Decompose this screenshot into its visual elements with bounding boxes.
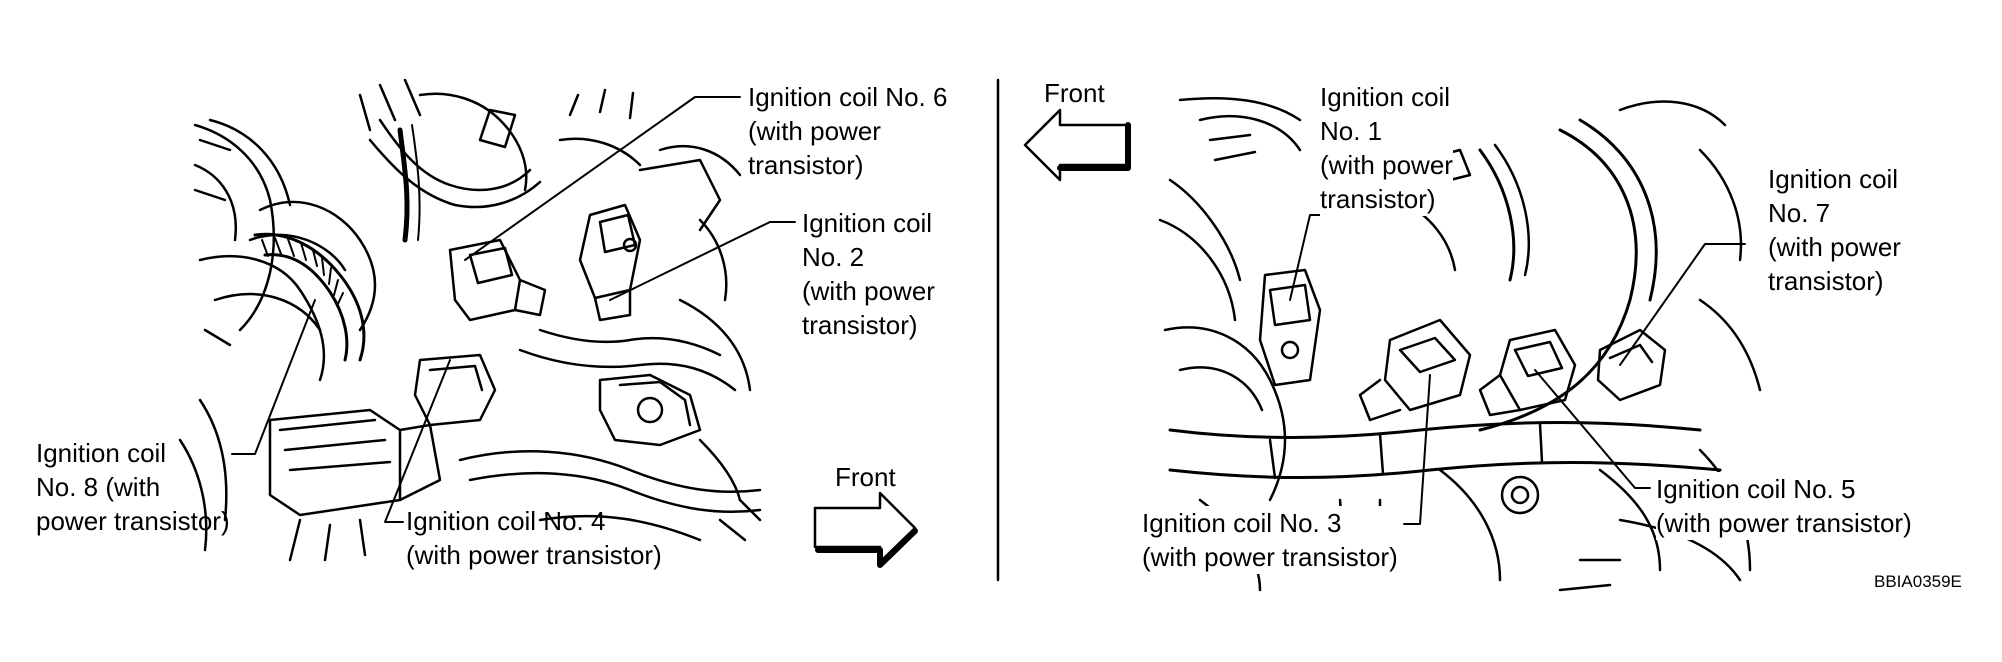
label-coil6-line2: (with power bbox=[748, 116, 881, 146]
label-coil7-line3: (with power bbox=[1768, 232, 1901, 262]
front-label-left-text: Front bbox=[835, 462, 896, 492]
label-coil2: Ignition coil No. 2 (with power transist… bbox=[802, 206, 935, 342]
label-coil8-line3: power transistor) bbox=[36, 506, 230, 536]
figure-id: BBIA0359E bbox=[1874, 572, 1962, 591]
label-coil4-line1: Ignition coil No. 4 bbox=[406, 506, 606, 536]
label-coil6: Ignition coil No. 6 (with power transist… bbox=[748, 80, 947, 182]
label-coil5-line2: (with power transistor) bbox=[1656, 508, 1912, 538]
label-coil1-line2: No. 1 bbox=[1320, 116, 1383, 146]
label-coil8: Ignition coil No. 8 (with power transist… bbox=[36, 436, 230, 538]
label-coil4: Ignition coil No. 4 (with power transist… bbox=[406, 504, 662, 572]
right-leader-lines bbox=[1289, 214, 1746, 525]
leader-coil6 bbox=[464, 96, 741, 261]
left-engine-illustration bbox=[178, 78, 762, 562]
leader-coil1 bbox=[1289, 214, 1324, 301]
label-coil7-line2: No. 7 bbox=[1768, 198, 1831, 228]
label-coil1-line3: (with power bbox=[1320, 150, 1453, 180]
label-coil2-line1: Ignition coil bbox=[802, 208, 933, 238]
label-coil3-line1: Ignition coil No. 3 bbox=[1142, 508, 1342, 538]
label-coil2-line3: (with power bbox=[802, 276, 935, 306]
label-coil8-line1: Ignition coil bbox=[36, 438, 167, 468]
leader-coil2 bbox=[609, 221, 796, 301]
front-arrow-right-icon bbox=[813, 491, 918, 568]
label-coil1: Ignition coil No. 1 (with power transist… bbox=[1320, 80, 1453, 216]
label-coil4-line2: (with power transistor) bbox=[406, 540, 662, 570]
leader-coil3 bbox=[1403, 374, 1431, 525]
leader-coil4 bbox=[384, 359, 451, 523]
front-label-right: Front bbox=[1044, 76, 1105, 110]
label-coil7-line4: transistor) bbox=[1768, 266, 1884, 296]
label-coil7-line1: Ignition coil bbox=[1768, 164, 1899, 194]
label-coil3-line2: (with power transistor) bbox=[1142, 542, 1398, 572]
front-arrow-left-icon bbox=[1023, 108, 1131, 182]
label-coil6-line1: Ignition coil No. 6 bbox=[748, 82, 948, 112]
label-coil2-line4: transistor) bbox=[802, 310, 918, 340]
label-coil7: Ignition coil No. 7 (with power transist… bbox=[1768, 162, 1901, 298]
label-coil8-line2: No. 8 (with bbox=[36, 472, 161, 502]
leader-coil7 bbox=[1619, 243, 1746, 366]
leader-coil8 bbox=[231, 299, 316, 455]
label-coil5-line1: Ignition coil No. 5 bbox=[1656, 474, 1856, 504]
label-coil6-line3: transistor) bbox=[748, 150, 864, 180]
label-coil1-line1: Ignition coil bbox=[1320, 82, 1451, 112]
label-coil2-line2: No. 2 bbox=[802, 242, 865, 272]
front-label-left: Front bbox=[835, 460, 896, 494]
label-coil5: Ignition coil No. 5 (with power transist… bbox=[1656, 472, 1912, 540]
left-leader-lines bbox=[231, 96, 796, 523]
leader-coil5 bbox=[1534, 369, 1651, 489]
label-coil1-line4: transistor) bbox=[1320, 184, 1436, 214]
front-label-right-text: Front bbox=[1044, 78, 1105, 108]
label-coil3: Ignition coil No. 3 (with power transist… bbox=[1142, 506, 1398, 574]
